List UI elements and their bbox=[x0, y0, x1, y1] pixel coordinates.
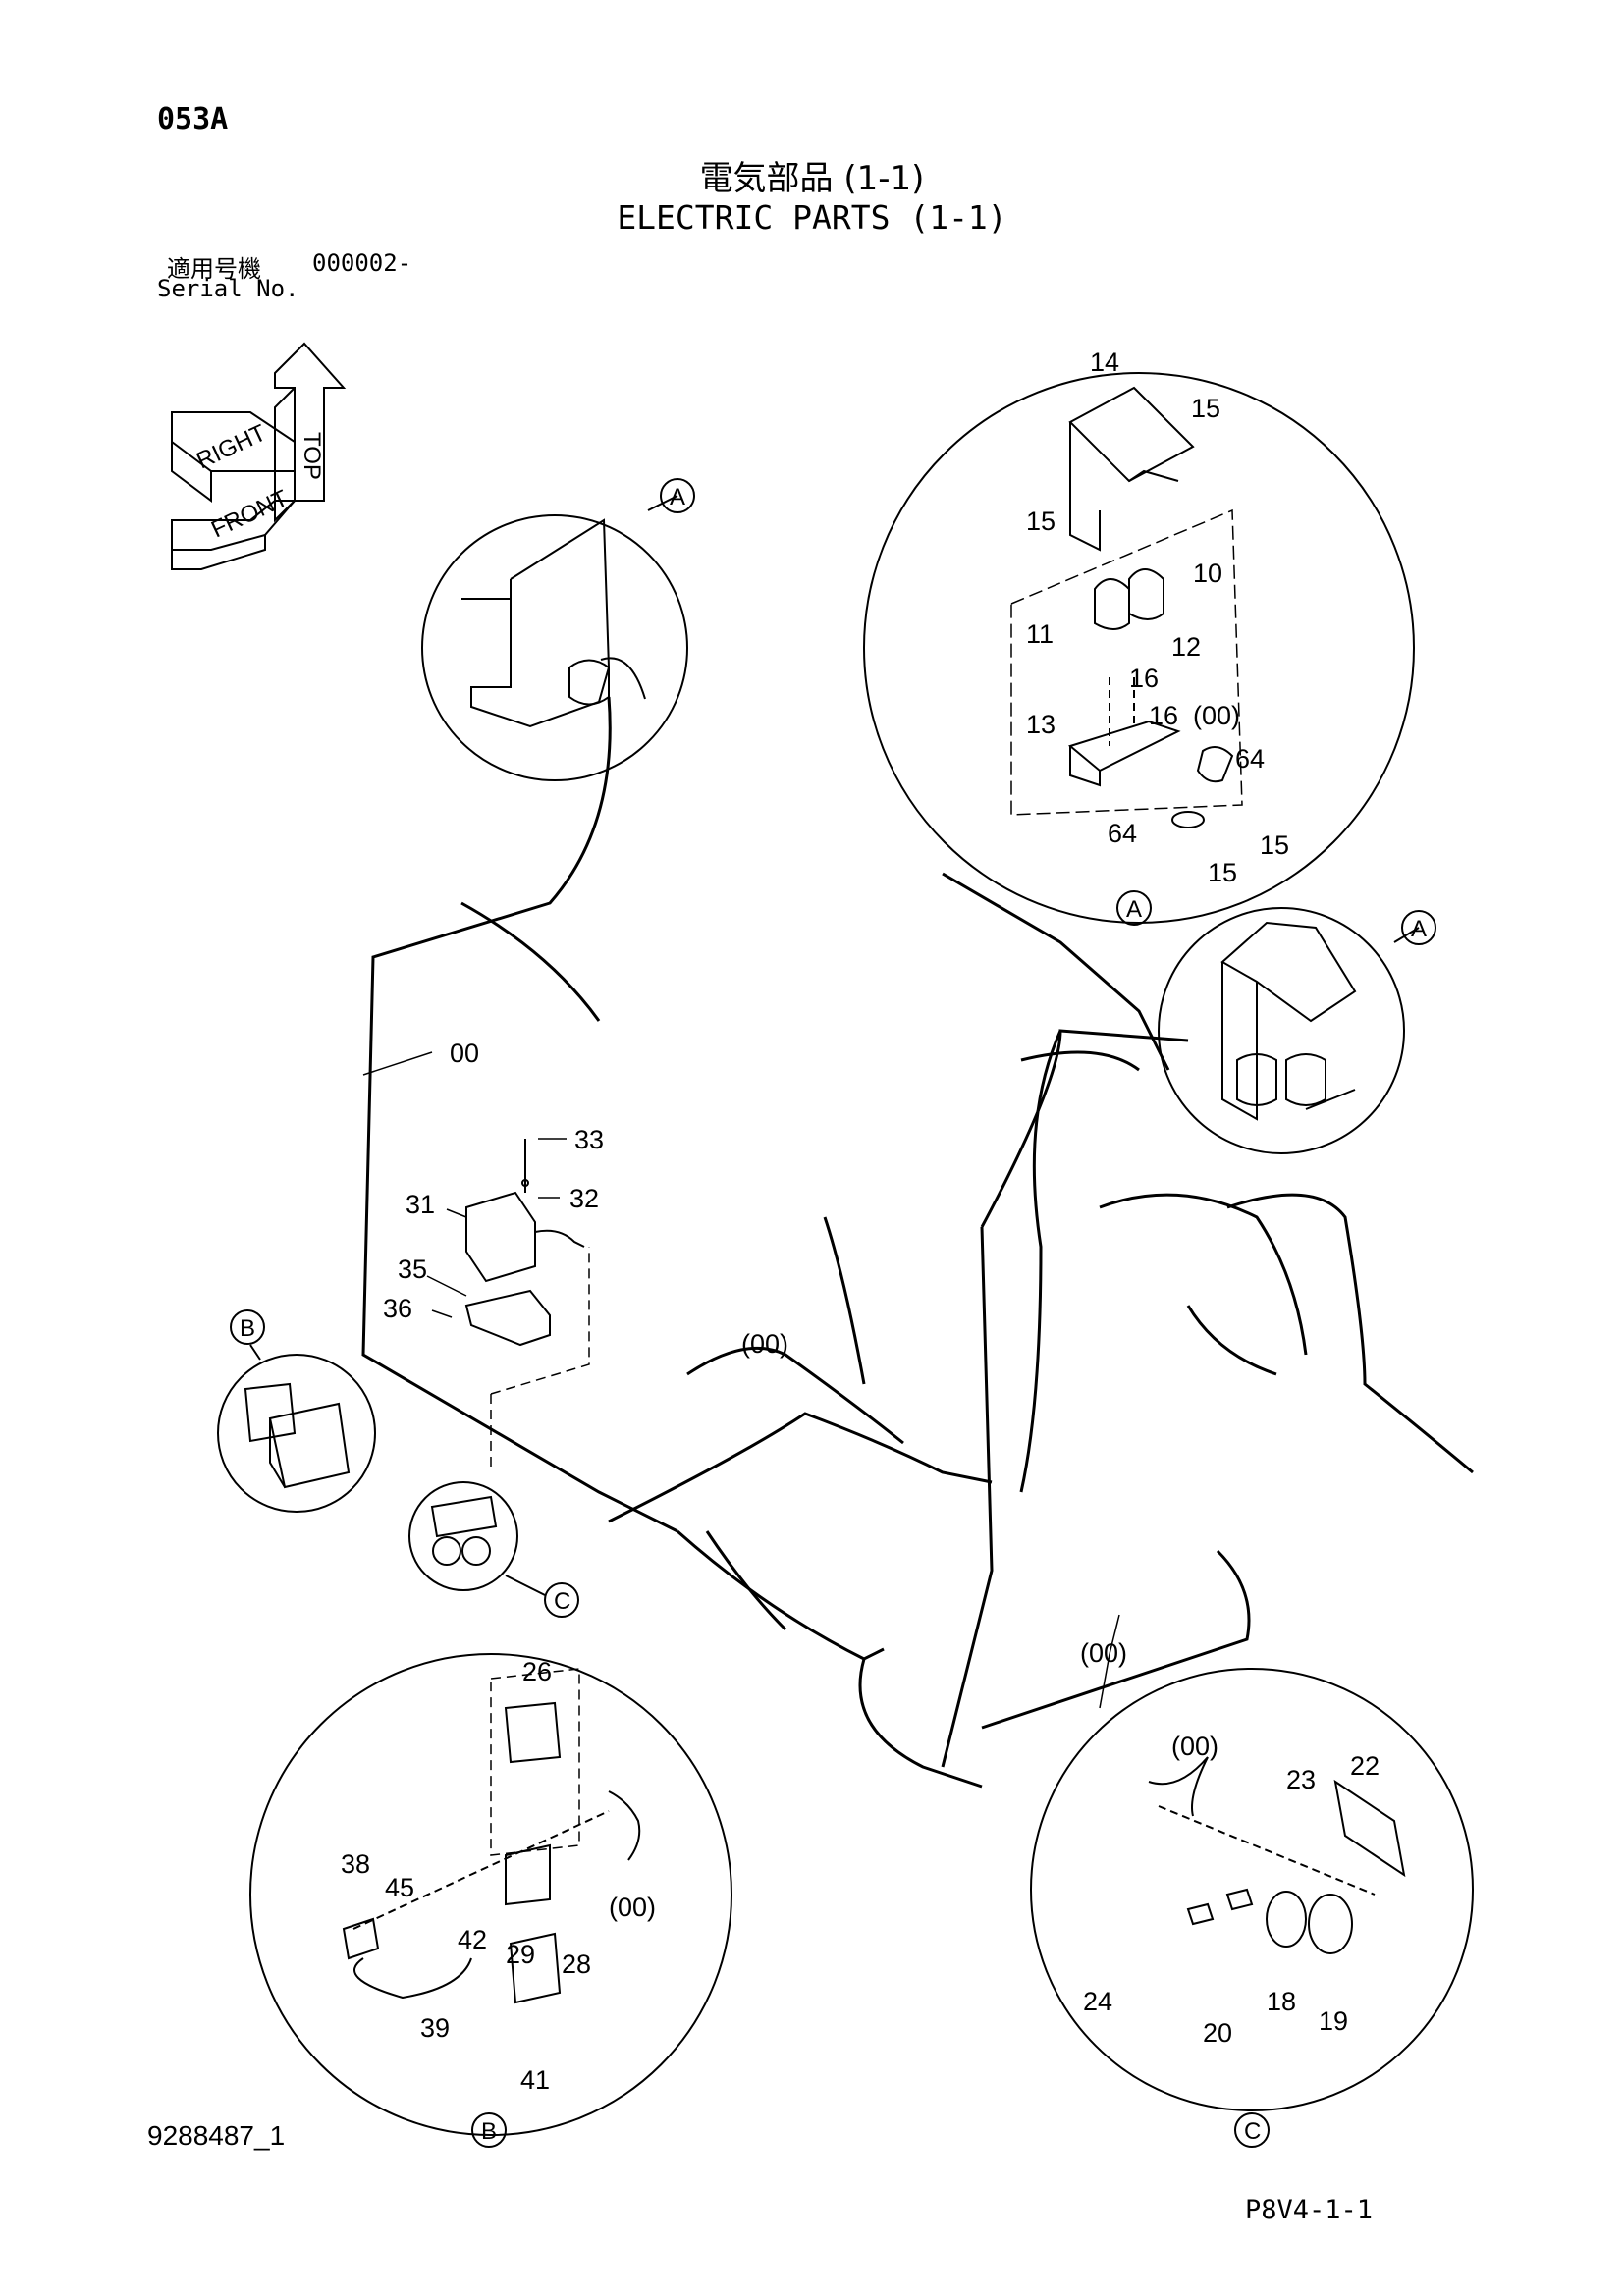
part-label-18: 18 bbox=[1267, 1987, 1296, 2016]
part-label-00: (00) bbox=[1171, 1732, 1218, 1761]
part-label-16: 16 bbox=[1129, 664, 1159, 693]
part-label-11: 11 bbox=[1026, 619, 1054, 649]
callout-a-1: A bbox=[660, 478, 695, 513]
part-label-15: 15 bbox=[1260, 830, 1289, 860]
part-label-16: 16 bbox=[1149, 701, 1178, 730]
svg-text:A: A bbox=[1411, 916, 1427, 942]
part-label-33: 33 bbox=[574, 1125, 604, 1154]
part-label-20: 20 bbox=[1203, 2018, 1232, 2048]
part-label-22: 22 bbox=[1350, 1751, 1380, 1781]
relay-bracket-parts bbox=[464, 1139, 590, 1472]
part-label-23: 23 bbox=[1286, 1765, 1316, 1794]
main-wiring-harness bbox=[361, 696, 1474, 1789]
part-label-31: 31 bbox=[406, 1190, 435, 1219]
part-label-45: 45 bbox=[385, 1873, 414, 1902]
orientation-label-front: FRONT bbox=[207, 485, 293, 544]
callout-a-3: A bbox=[1401, 910, 1436, 945]
part-label-42: 42 bbox=[458, 1925, 487, 1954]
page-title-en: ELECTRIC PARTS (1-1) bbox=[617, 198, 1007, 237]
part-label-14: 14 bbox=[1090, 347, 1119, 377]
part-label-00: (00) bbox=[1080, 1638, 1127, 1668]
part-label-26: 26 bbox=[522, 1657, 552, 1686]
document-id: 9288487_1 bbox=[147, 2120, 286, 2151]
svg-text:B: B bbox=[481, 2118, 497, 2145]
callout-b-2: B bbox=[471, 2112, 507, 2148]
part-label-29: 29 bbox=[506, 1940, 535, 1969]
svg-text:C: C bbox=[1244, 2118, 1261, 2145]
part-label-10: 10 bbox=[1193, 559, 1222, 588]
detail-circle-lamp-assembly bbox=[863, 372, 1415, 924]
leader-lines bbox=[362, 1051, 1120, 1709]
part-label-38: 38 bbox=[341, 1849, 370, 1879]
svg-text:B: B bbox=[240, 1315, 255, 1342]
part-label-39: 39 bbox=[420, 2013, 450, 2043]
orientation-label-top: TOP bbox=[298, 432, 325, 480]
callout-a-2: A bbox=[1116, 890, 1152, 926]
detail-circle-a-installed bbox=[1158, 907, 1420, 1154]
orientation-label-right: RIGHT bbox=[192, 419, 270, 474]
page-code: 053A bbox=[157, 102, 229, 136]
part-label-15: 15 bbox=[1208, 858, 1237, 887]
detail-circle-a-small bbox=[421, 495, 688, 781]
part-label-35: 35 bbox=[398, 1255, 427, 1284]
part-label-19: 19 bbox=[1319, 2006, 1348, 2036]
callout-c-2: C bbox=[1234, 2112, 1270, 2148]
svg-text:A: A bbox=[1126, 896, 1142, 923]
serial-label-jp: 適用号機 bbox=[167, 255, 261, 283]
part-label-00-main: 00 bbox=[450, 1039, 479, 1068]
page-title-jp: 電気部品 (1-1) bbox=[699, 159, 925, 198]
orientation-icon: TOP RIGHT FRONT bbox=[171, 342, 347, 570]
detail-circle-b-small bbox=[217, 1344, 376, 1513]
callout-b-1: B bbox=[230, 1309, 265, 1345]
detail-circle-c-assembly bbox=[1030, 1668, 1474, 2111]
part-label-24: 24 bbox=[1083, 1987, 1112, 2016]
part-label-15: 15 bbox=[1026, 507, 1056, 536]
svg-text:C: C bbox=[554, 1588, 570, 1615]
part-labels: 14 15 15 10 11 12 16 13 16 (00) 64 64 15… bbox=[341, 347, 1380, 2095]
part-label-28: 28 bbox=[562, 1949, 591, 1979]
serial-label-en: Serial No. bbox=[157, 275, 299, 302]
serial-value: 000002- bbox=[312, 249, 412, 277]
detail-circle-b-assembly bbox=[249, 1653, 732, 2136]
part-label-41: 41 bbox=[520, 2065, 550, 2095]
part-label-12: 12 bbox=[1171, 632, 1201, 662]
part-label-64: 64 bbox=[1235, 744, 1265, 774]
detail-circle-c-small bbox=[408, 1481, 546, 1596]
part-label-00: (00) bbox=[741, 1329, 788, 1359]
part-label-13: 13 bbox=[1026, 710, 1056, 739]
part-label-36: 36 bbox=[383, 1294, 412, 1323]
svg-text:A: A bbox=[670, 484, 685, 510]
part-label-00: (00) bbox=[1193, 701, 1240, 730]
part-label-32: 32 bbox=[569, 1184, 599, 1213]
page-reference: P8V4-1-1 bbox=[1245, 2195, 1374, 2225]
part-label-15: 15 bbox=[1191, 394, 1220, 423]
part-label-64: 64 bbox=[1108, 819, 1137, 848]
part-label-00: (00) bbox=[609, 1893, 656, 1922]
callout-c-1: C bbox=[544, 1582, 579, 1618]
